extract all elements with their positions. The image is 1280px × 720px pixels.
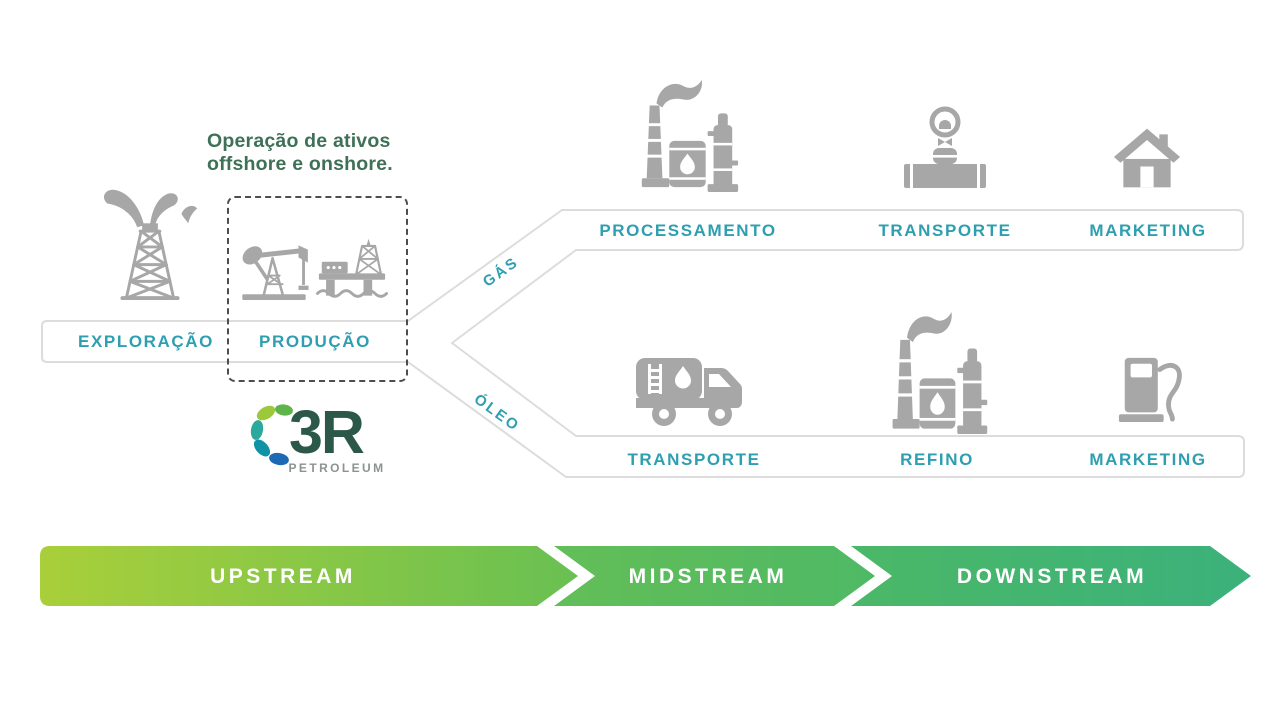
logo-subtitle: PETROLEUM <box>288 461 386 475</box>
gas-processing-plant-icon <box>628 78 746 192</box>
midstream-banner-label: MIDSTREAM <box>628 565 788 588</box>
annotation-heading: Operação de ativos offshore e onshore. <box>207 130 393 176</box>
oil-step-marketing-label: MARKETING <box>1089 450 1207 469</box>
production-label: PRODUÇÃO <box>259 332 371 351</box>
oil-derrick-gusher-icon <box>94 182 206 302</box>
oil-step-transporte-label: TRANSPORTE <box>627 450 761 469</box>
oil-step-refino-label: REFINO <box>900 450 974 469</box>
value-chain-ribbon <box>41 209 1245 478</box>
logo-swirl-icon <box>248 402 302 468</box>
gas-step-marketing-label: MARKETING <box>1089 221 1207 240</box>
annotation-line2: offshore e onshore. <box>207 153 393 175</box>
downstream-chevron <box>851 546 1251 606</box>
refinery-icon <box>880 310 994 434</box>
logo-wordmark: 3R <box>289 398 365 466</box>
exploration-label: EXPLORAÇÃO <box>78 332 214 351</box>
annotation-line1: Operação de ativos <box>207 130 391 152</box>
upstream-banner-label: UPSTREAM <box>210 565 356 588</box>
pumpjack-icon <box>238 230 310 306</box>
gas-step-transporte-label: TRANSPORTE <box>878 221 1012 240</box>
house-icon <box>1112 126 1182 190</box>
midstream-chevron <box>554 546 875 606</box>
tanker-truck-icon <box>634 352 746 430</box>
upstream-chevron <box>40 546 578 606</box>
offshore-platform-icon <box>316 232 388 306</box>
fuel-pump-icon <box>1116 354 1186 424</box>
gas-step-processamento-label: PROCESSAMENTO <box>599 221 777 240</box>
pipeline-valve-icon <box>898 100 992 192</box>
production-highlight-box <box>227 196 408 382</box>
downstream-banner-label: DOWNSTREAM <box>956 565 1148 588</box>
